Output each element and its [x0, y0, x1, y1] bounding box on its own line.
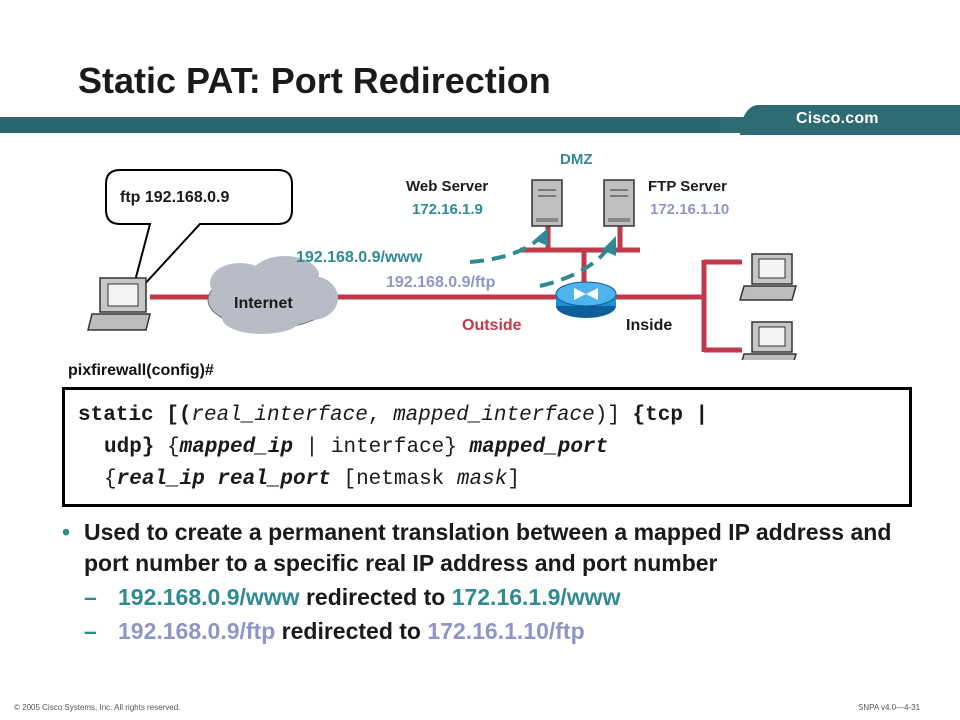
outside-label: Outside	[462, 317, 522, 334]
command-syntax: static [(real_interface, mapped_interfac…	[78, 404, 709, 491]
bullet-main: • Used to create a permanent translation…	[62, 519, 892, 576]
internet-cloud	[207, 256, 338, 334]
internet-label: Internet	[234, 295, 293, 312]
mapped-www-label: 192.168.0.9/www	[296, 249, 423, 266]
callout-text: ftp 192.168.0.9	[120, 189, 230, 206]
footer-copyright: © 2005 Cisco Systems, Inc. All rights re…	[14, 703, 181, 712]
inside-pc-2-icon	[741, 321, 797, 360]
web-server-ip: 172.16.1.9	[412, 201, 483, 218]
ftp-server-name: FTP Server	[648, 178, 727, 195]
command-syntax-box: static [(real_interface, mapped_interfac…	[62, 387, 912, 507]
header-bar	[0, 117, 960, 133]
network-diagram: Internet ftp 192.168.0.9	[87, 151, 797, 360]
dmz-label: DMZ	[560, 151, 593, 168]
mapped-ftp-label: 192.168.0.9/ftp	[386, 274, 496, 291]
bullet-list: • Used to create a permanent translation…	[62, 517, 932, 647]
ftp-server-icon	[603, 179, 635, 227]
sub-bullet-www: – 192.168.0.9/www redirected to 172.16.1…	[84, 584, 621, 610]
cli-prompt: pixfirewall(config)#	[68, 362, 214, 379]
brand-tab	[740, 105, 960, 135]
ftp-server-ip: 172.16.1.10	[650, 201, 729, 218]
callout-bubble	[105, 169, 293, 301]
web-server-icon	[531, 179, 563, 227]
inside-pc-1-icon	[739, 253, 797, 301]
slide-title: Static PAT: Port Redirection	[78, 60, 551, 101]
footer-code: SNPA v4.0—4-31	[858, 703, 921, 712]
web-server-name: Web Server	[406, 178, 488, 195]
brand-logo: Cisco.com	[796, 110, 879, 127]
sub-bullet-ftp: – 192.168.0.9/ftp redirected to 172.16.1…	[84, 618, 585, 644]
inside-label: Inside	[626, 317, 672, 334]
client-pc-icon	[87, 277, 151, 331]
router-icon	[555, 281, 617, 318]
